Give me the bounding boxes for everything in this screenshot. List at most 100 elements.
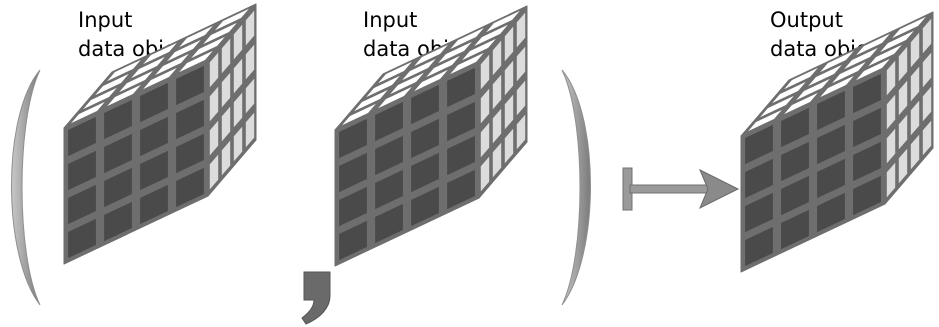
cube-front-tile: [780, 106, 810, 149]
cube-side-tile: [885, 160, 897, 200]
cube-side-tile: [491, 106, 503, 146]
cube-top-tile: [140, 65, 180, 92]
cube-front-tile: [446, 168, 476, 211]
cube-front-tile: [816, 123, 846, 166]
cube-front-tile: [139, 81, 169, 124]
cube-front-tile: [816, 89, 846, 132]
cube-side-tile: [885, 126, 897, 166]
cube-side-tile: [885, 92, 897, 132]
cube-top-tile: [104, 57, 144, 84]
cube-top-tile: [128, 54, 168, 81]
cube-grid-icon: [740, 11, 934, 273]
cube-top-tile: [757, 93, 797, 120]
cube-front-tile: [139, 183, 169, 226]
cube-front-tile: [338, 151, 368, 194]
cube-side-tile: [208, 152, 220, 192]
cube-side-tile: [503, 126, 515, 166]
cube-side-tile: [921, 16, 933, 56]
cube-front-tile: [67, 149, 97, 192]
cube-side-tile: [503, 92, 515, 132]
cube-top-tile: [104, 82, 144, 109]
cube-side-tile: [491, 38, 503, 78]
maps-to-arrow-icon: [622, 167, 740, 211]
cube-grid-icon: [334, 5, 528, 267]
cube-side-face: [207, 3, 257, 197]
cube-top-tile: [92, 71, 132, 98]
cube-front-tile: [374, 202, 404, 245]
cube-side-tile: [220, 138, 232, 178]
cube-top-tile: [853, 56, 893, 83]
cube-top-tile: [423, 53, 463, 80]
cube-side-tile: [909, 64, 921, 104]
cube-front-tile: [780, 140, 810, 183]
cube-side-tile: [220, 36, 232, 76]
cube-front-tile: [103, 98, 133, 141]
cube-top-tile: [188, 34, 228, 61]
cube-side-tile: [897, 146, 909, 186]
cube-front-tile: [410, 83, 440, 126]
cube-front-tile: [852, 72, 882, 115]
cube-top-tile: [200, 20, 240, 47]
cube-side-tile: [491, 140, 503, 180]
cube-top-tile: [140, 40, 180, 67]
cube-top-tile: [447, 50, 487, 77]
cube-side-face: [884, 11, 934, 205]
cube-front-tile: [175, 64, 205, 107]
cube-side-tile: [491, 72, 503, 112]
cube-front-tile: [175, 98, 205, 141]
cube-side-tile: [885, 58, 897, 98]
cube-side-tile: [479, 120, 491, 160]
cube-front-tile: [780, 208, 810, 251]
cube-front-tile: [67, 115, 97, 158]
cube-top-tile: [68, 99, 108, 126]
cube-top-tile: [781, 90, 821, 117]
cube-top-tile: [411, 42, 451, 69]
cube-top-tile: [164, 37, 204, 64]
cube-front-tile: [67, 217, 97, 260]
cube-top-tile: [853, 31, 893, 58]
cube-front-tile: [852, 106, 882, 149]
cube-front-tile: [744, 123, 774, 166]
cube-front-tile: [446, 134, 476, 177]
cube-side-tile: [244, 110, 256, 150]
cube-side-tile: [479, 52, 491, 92]
cube-side-tile: [503, 58, 515, 98]
cube-side-tile: [921, 50, 933, 90]
cube-side-tile: [232, 90, 244, 130]
cube-top-tile: [447, 25, 487, 52]
cube-top-tile: [805, 62, 845, 89]
cube-front-tile: [139, 115, 169, 158]
cube-top-tile: [176, 48, 216, 75]
cube-front-tile: [374, 100, 404, 143]
cube-side-tile: [232, 56, 244, 96]
cube-front-tile: [852, 140, 882, 183]
cube-side-tile: [897, 44, 909, 84]
cube-front-tile: [744, 225, 774, 268]
cube-top-tile: [363, 73, 403, 100]
cube-side-tile: [244, 76, 256, 116]
cube-front-tile: [410, 117, 440, 160]
cube-side-tile: [921, 118, 933, 158]
cube-top-tile: [387, 70, 427, 97]
cube-front-tile: [374, 168, 404, 211]
cube-side-tile: [897, 78, 909, 118]
cube-side-tile: [208, 118, 220, 158]
cube-top-tile: [80, 85, 120, 112]
cube-front-tile: [410, 185, 440, 228]
cube-top-tile: [769, 79, 809, 106]
right-paren-icon: [561, 69, 591, 306]
output-c-label-line1: Output: [770, 8, 843, 32]
cube-front-tile: [175, 132, 205, 175]
cube-top-tile: [399, 56, 439, 83]
cube-top-tile: [829, 59, 869, 86]
cube-top-tile: [817, 73, 857, 100]
cube-grid-icon: [63, 3, 257, 265]
cube-top-tile: [889, 14, 929, 41]
cube-front-tile: [139, 149, 169, 192]
cube-front-tile: [816, 157, 846, 200]
cube-top-tile: [375, 84, 415, 111]
cube-side-tile: [232, 124, 244, 164]
cube-top-tile: [817, 48, 857, 75]
left-paren-icon: [11, 69, 41, 306]
